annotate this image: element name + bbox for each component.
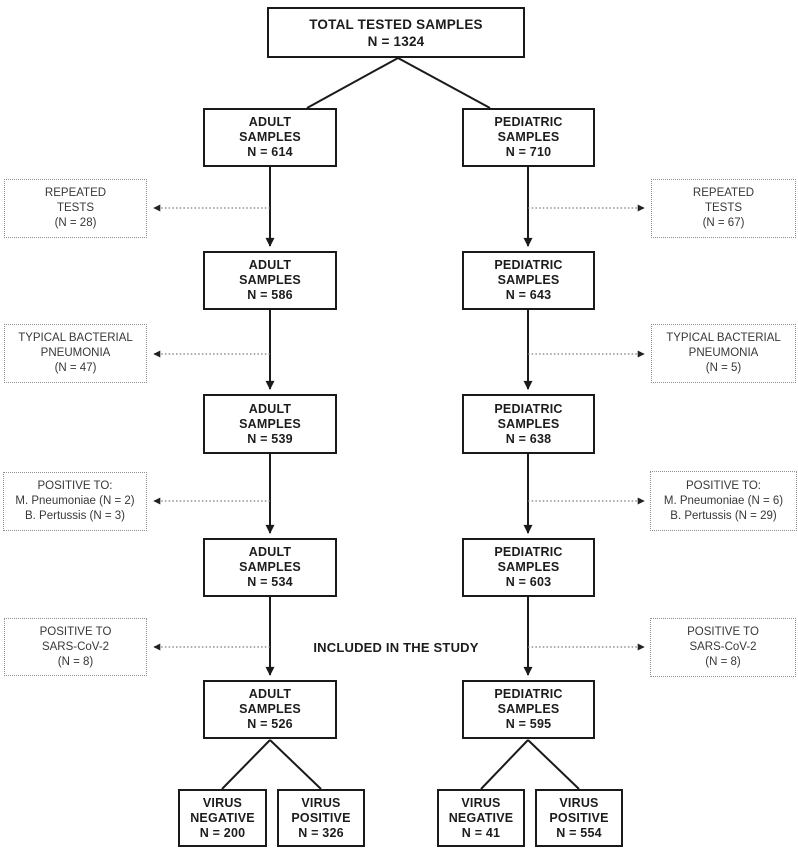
split-connectors xyxy=(221,57,580,790)
box-line: PEDIATRIC xyxy=(494,687,563,701)
box-line: SAMPLES xyxy=(239,560,301,574)
positive-sars-right-box: POSITIVE TO SARS-CoV-2 (N = 8) xyxy=(650,618,796,677)
adult-samples-539-box: ADULT SAMPLES N = 539 xyxy=(203,394,337,454)
box-line: NEGATIVE xyxy=(190,810,255,825)
box-line: ADULT xyxy=(248,401,292,416)
box-line: SAMPLES xyxy=(239,273,301,287)
box-line: NEGATIVE xyxy=(448,810,514,825)
box-line: SAMPLES xyxy=(239,416,301,431)
bacterial-pneumonia-left-box: TYPICAL BACTERIAL PNEUMONIA (N = 47) xyxy=(4,324,147,383)
box-line: TOTAL TESTED SAMPLES xyxy=(309,16,483,32)
box-line: (N = 67) xyxy=(702,217,745,229)
adult-samples-526-box: ADULT SAMPLES N = 526 xyxy=(203,680,337,739)
box-line: ADULT xyxy=(248,115,292,129)
adult-samples-614-box: ADULT SAMPLES N = 614 xyxy=(203,108,337,167)
box-line: REPEATED xyxy=(692,187,755,199)
box-line: POSITIVE xyxy=(549,810,609,825)
box-line: POSITIVE TO: xyxy=(37,480,113,492)
box-line: ADULT xyxy=(248,545,292,559)
box-line: N = 41 xyxy=(461,825,501,840)
adult-samples-586-box: ADULT SAMPLES N = 586 xyxy=(203,251,337,310)
box-line: (N = 28) xyxy=(54,217,97,229)
box-line: PNEUMONIA xyxy=(688,347,759,359)
adult-samples-534-box: ADULT SAMPLES N = 534 xyxy=(203,538,337,597)
box-line: TESTS xyxy=(56,202,95,214)
exclusion-arrow-connectors xyxy=(153,204,645,651)
pediatric-virus-positive-box: VIRUS POSITIVE N = 554 xyxy=(535,789,623,847)
box-line: ADULT xyxy=(248,258,292,272)
box-line: SARS-CoV-2 xyxy=(689,641,757,653)
down-arrow-connectors xyxy=(265,167,533,676)
box-line: TYPICAL BACTERIAL xyxy=(666,332,781,344)
adult-virus-negative-box: VIRUS NEGATIVE N = 200 xyxy=(178,789,267,847)
box-line: B. Pertussis (N = 3) xyxy=(24,510,125,522)
box-line: N = 643 xyxy=(505,288,552,302)
box-line: SARS-CoV-2 xyxy=(41,640,110,653)
included-in-study-label: INCLUDED IN THE STUDY xyxy=(313,640,479,655)
box-line: PNEUMONIA xyxy=(40,347,111,359)
positive-bacteria-left-box: POSITIVE TO: M. Pneumoniae (N = 2) B. Pe… xyxy=(3,472,147,531)
box-line: N = 710 xyxy=(505,145,552,159)
pediatric-samples-638-box: PEDIATRIC SAMPLES N = 638 xyxy=(462,394,595,454)
box-line: N = 326 xyxy=(298,825,344,840)
repeated-tests-right-box: REPEATED TESTS (N = 67) xyxy=(651,179,796,238)
box-line: POSITIVE TO xyxy=(687,626,759,638)
box-line: N = 586 xyxy=(247,288,293,302)
total-tested-samples-box: TOTAL TESTED SAMPLES N = 1324 xyxy=(267,7,525,58)
adult-virus-positive-box: VIRUS POSITIVE N = 326 xyxy=(277,789,365,847)
repeated-tests-left-box: REPEATED TESTS (N = 28) xyxy=(4,179,147,238)
box-line: SAMPLES xyxy=(497,702,560,716)
box-line: PEDIATRIC xyxy=(494,545,563,559)
box-line: VIRUS xyxy=(202,795,243,810)
box-line: SAMPLES xyxy=(497,416,560,431)
box-line: PEDIATRIC xyxy=(494,115,563,129)
box-line: M. Pneumoniae (N = 2) xyxy=(15,495,135,507)
box-line: PEDIATRIC xyxy=(494,401,563,416)
box-line: (N = 47) xyxy=(54,362,97,374)
box-line: B. Pertussis (N = 29) xyxy=(670,509,777,522)
pediatric-samples-710-box: PEDIATRIC SAMPLES N = 710 xyxy=(462,108,595,167)
box-line: SAMPLES xyxy=(239,702,301,716)
box-line: REPEATED xyxy=(44,187,107,199)
box-line: (N = 5) xyxy=(705,362,742,374)
box-line: SAMPLES xyxy=(497,273,560,287)
positive-sars-left-box: POSITIVE TO SARS-CoV-2 (N = 8) xyxy=(4,618,147,676)
box-line: SAMPLES xyxy=(497,560,560,574)
box-line: N = 554 xyxy=(556,825,602,840)
box-line: N = 614 xyxy=(247,145,293,159)
box-line: PEDIATRIC xyxy=(494,258,563,272)
box-line: (N = 8) xyxy=(57,655,94,668)
box-line: POSITIVE xyxy=(291,810,351,825)
box-line: SAMPLES xyxy=(239,130,301,144)
box-line: TESTS xyxy=(704,202,743,214)
box-line: N = 595 xyxy=(505,717,552,731)
box-line: N = 539 xyxy=(247,431,293,446)
box-line: N = 534 xyxy=(247,575,293,589)
box-line: TYPICAL BACTERIAL xyxy=(18,332,133,344)
box-line: SAMPLES xyxy=(497,130,560,144)
pediatric-samples-603-box: PEDIATRIC SAMPLES N = 603 xyxy=(462,538,595,597)
box-line: POSITIVE TO xyxy=(39,625,112,638)
box-line: N = 526 xyxy=(247,717,293,731)
box-line: VIRUS xyxy=(559,795,599,810)
box-line: N = 200 xyxy=(199,825,246,840)
pediatric-samples-643-box: PEDIATRIC SAMPLES N = 643 xyxy=(462,251,595,310)
box-line: M. Pneumoniae (N = 6) xyxy=(663,494,784,507)
box-line: VIRUS xyxy=(301,795,341,810)
box-line: POSITIVE TO: xyxy=(686,479,761,492)
box-line: N = 1324 xyxy=(367,33,425,49)
box-line: N = 603 xyxy=(505,575,552,589)
pediatric-samples-595-box: PEDIATRIC SAMPLES N = 595 xyxy=(462,680,595,739)
box-line: N = 638 xyxy=(505,431,552,446)
box-line: (N = 8) xyxy=(705,656,741,668)
box-line: ADULT xyxy=(248,687,292,701)
box-line: VIRUS xyxy=(461,795,501,810)
pediatric-virus-negative-box: VIRUS NEGATIVE N = 41 xyxy=(437,789,525,847)
positive-bacteria-right-box: POSITIVE TO: M. Pneumoniae (N = 6) B. Pe… xyxy=(650,471,797,531)
bacterial-pneumonia-right-box: TYPICAL BACTERIAL PNEUMONIA (N = 5) xyxy=(651,324,796,383)
